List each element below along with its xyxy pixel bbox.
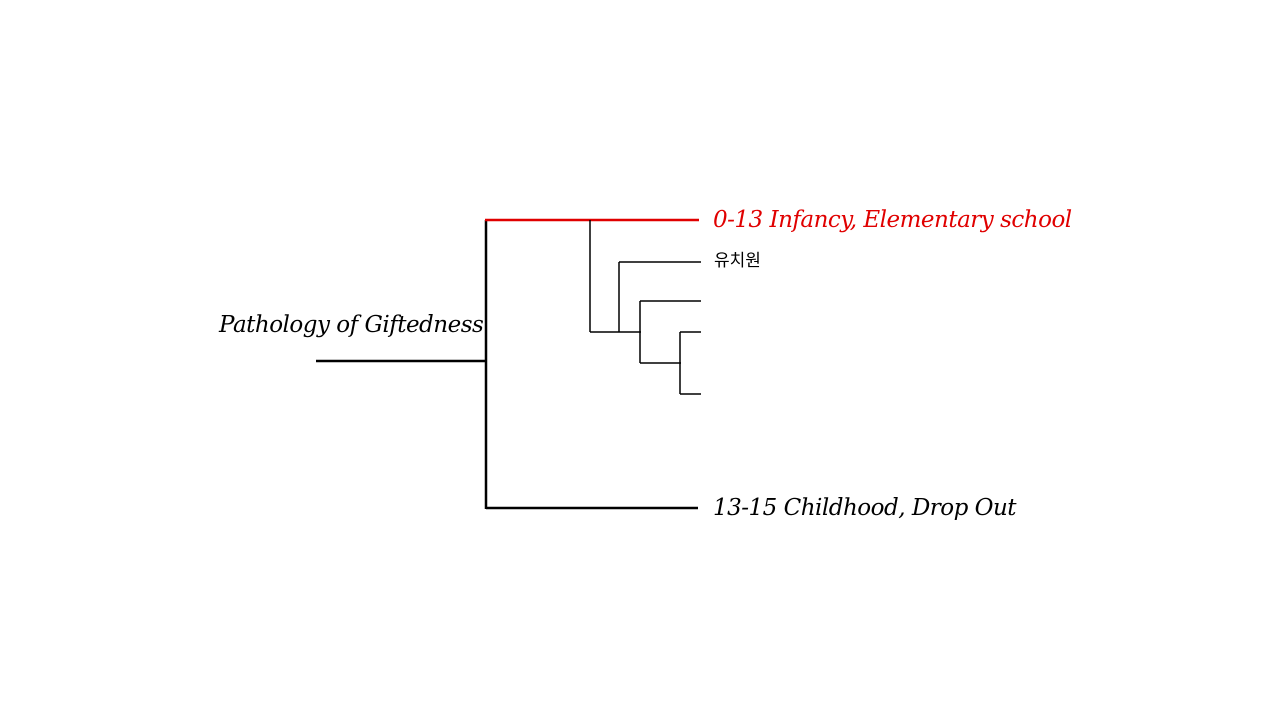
- branch-label-bottom: 13-15 Childhood, Drop Out: [713, 495, 1017, 521]
- sub-branch-label-1: 유치원: [714, 251, 761, 271]
- root-label: Pathology of Giftedness: [219, 312, 484, 338]
- branch-label-top: 0-13 Infancy, Elementary school: [713, 207, 1072, 233]
